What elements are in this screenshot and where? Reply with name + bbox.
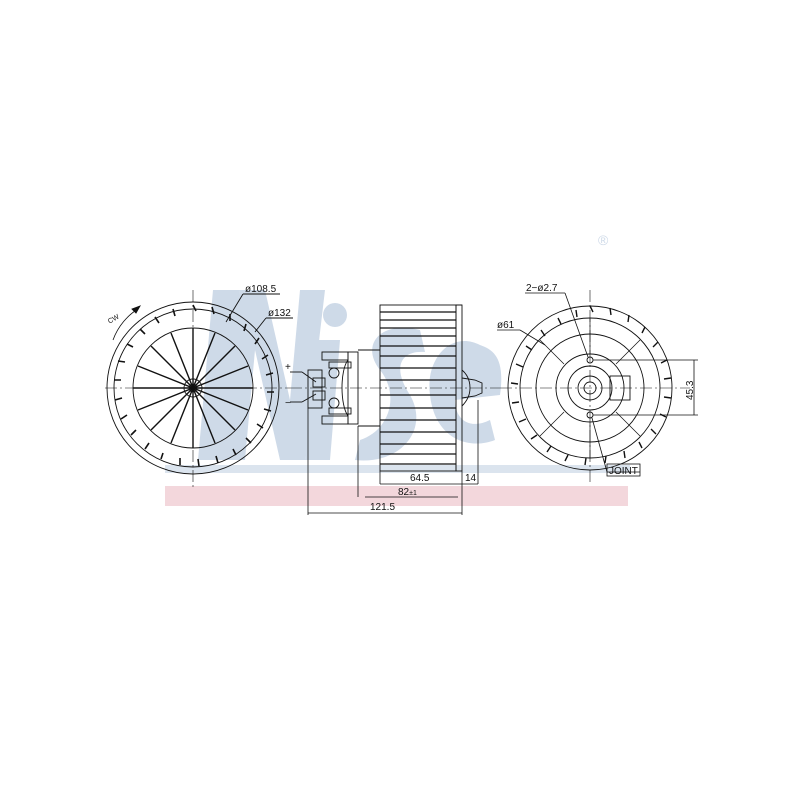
- registered-mark: ®: [598, 232, 609, 248]
- front-view-fan: [105, 290, 290, 490]
- dim-hole-spacing: 45.3: [685, 380, 696, 400]
- dim-flange: 14: [465, 473, 477, 484]
- dim-mid: 82±1: [398, 487, 417, 498]
- dim-mount-holes: 2−ø2.7: [526, 283, 558, 294]
- watermark-red-band: [165, 486, 628, 506]
- rotation-label: CW: [107, 313, 121, 325]
- rear-view-fan: [500, 290, 690, 485]
- joint-label: JOINT: [609, 466, 638, 477]
- dim-outer-diameter: ø132: [268, 308, 291, 319]
- dim-hub-diameter: ø61: [497, 320, 515, 331]
- watermark-blue-band: [165, 465, 630, 473]
- side-view-dimensions: [307, 400, 479, 515]
- plus-terminal-label: +: [285, 362, 291, 373]
- dim-inner-diameter: ø108.5: [245, 284, 277, 295]
- dim-fan-width: 64.5: [410, 473, 430, 484]
- rear-view-dimensions: [497, 292, 698, 477]
- dim-total-length: 121.5: [370, 502, 395, 513]
- minus-terminal-label: −: [285, 398, 291, 409]
- side-view-motor: [290, 304, 500, 472]
